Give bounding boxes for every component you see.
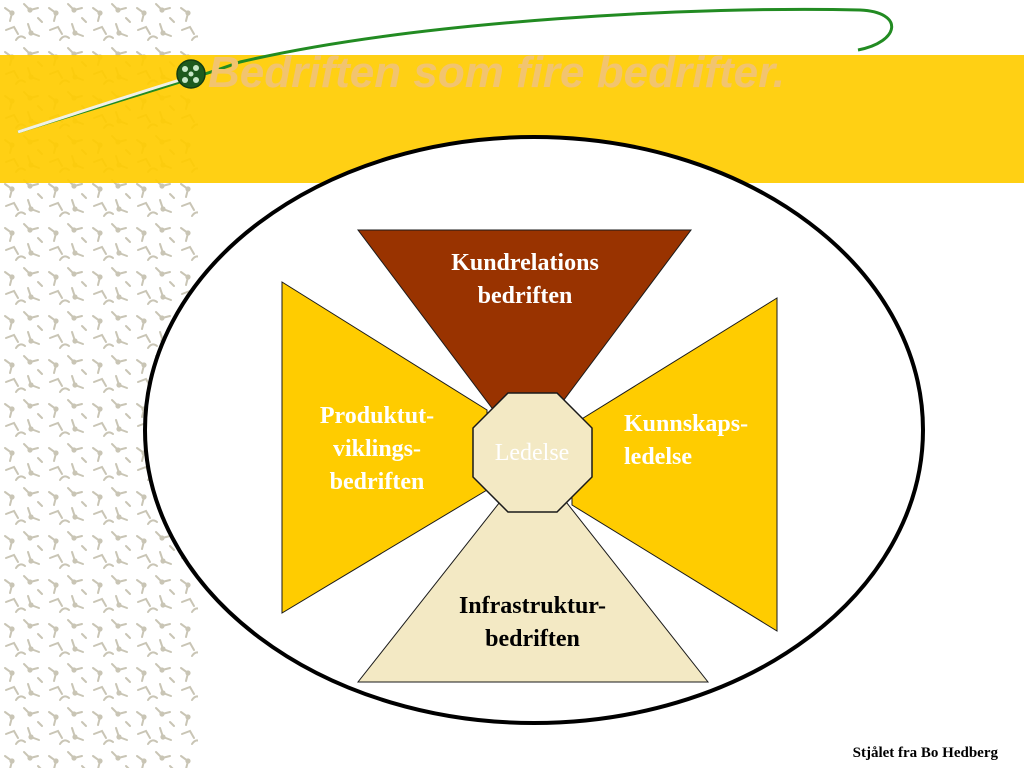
bottom-label: Infrastruktur- bedriften — [458, 593, 607, 652]
right-shape — [571, 297, 778, 632]
center-label: Ledelse — [494, 440, 570, 466]
top-label: Kundrelations bedriften — [451, 250, 599, 309]
top-triangle — [356, 229, 692, 453]
bottom-triangle — [356, 459, 710, 683]
left-label: Produktut- viklings- bedriften — [319, 403, 435, 495]
swoosh-line — [17, 7, 894, 134]
decorative-swoosh — [17, 7, 894, 134]
slide-title: Bedriften som fire bedrifter. — [208, 48, 786, 97]
right-label: Kunnskaps- ledelse — [624, 411, 749, 470]
center-octagon — [472, 392, 593, 513]
bullet-icon — [176, 59, 206, 89]
swoosh-tail — [17, 78, 181, 134]
credit-text: Stjålet fra Bo Hedberg — [852, 745, 998, 761]
